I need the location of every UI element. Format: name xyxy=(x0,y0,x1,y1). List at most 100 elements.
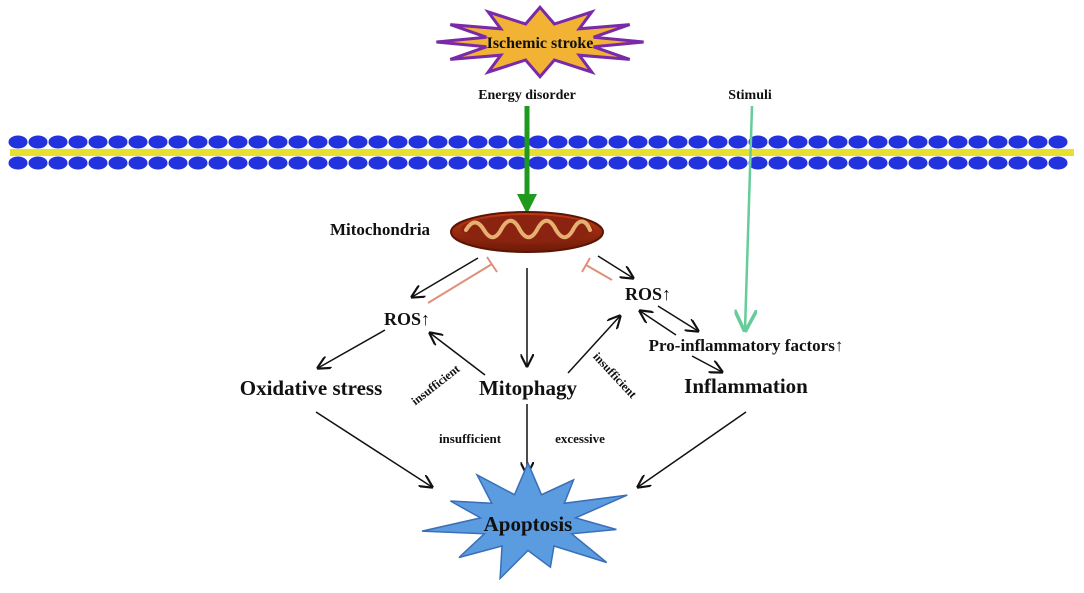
lipid-head xyxy=(408,156,428,170)
lipid-head xyxy=(228,156,248,170)
oxidative-stress-label: Oxidative stress xyxy=(240,376,383,400)
lipid-head xyxy=(8,135,28,149)
lipid-head xyxy=(808,156,828,170)
lipid-head xyxy=(588,135,608,149)
arrow-ros-to-oxidative-stress xyxy=(318,329,386,368)
lipid-head xyxy=(328,156,348,170)
ischemic-stroke-label: Ischemic stroke xyxy=(487,35,594,52)
lipid-head xyxy=(748,156,768,170)
lipid-head xyxy=(648,156,668,170)
membrane-top-heads xyxy=(8,135,1068,149)
lipid-head xyxy=(608,156,628,170)
lipid-head xyxy=(428,135,448,149)
lipid-head xyxy=(568,156,588,170)
membrane-tails xyxy=(10,149,1074,156)
lipid-head xyxy=(48,135,68,149)
ros-left-label: ROS↑ xyxy=(384,309,430,329)
lipid-head xyxy=(608,135,628,149)
lipid-head xyxy=(28,156,48,170)
lipid-head xyxy=(968,156,988,170)
lipid-head xyxy=(648,135,668,149)
lipid-head xyxy=(1048,135,1068,149)
lipid-head xyxy=(368,156,388,170)
lipid-head xyxy=(408,135,428,149)
arrow-proinflammatory-to-inflammation xyxy=(691,355,722,372)
lipid-head xyxy=(108,135,128,149)
lipid-head xyxy=(168,156,188,170)
lipid-head xyxy=(68,135,88,149)
ros-right-label: ROS↑ xyxy=(625,284,671,304)
lipid-head xyxy=(508,156,528,170)
lipid-head xyxy=(908,156,928,170)
lipid-head xyxy=(528,156,548,170)
lipid-head xyxy=(188,156,208,170)
lipid-head xyxy=(268,135,288,149)
lipid-head xyxy=(688,135,708,149)
lipid-head xyxy=(908,135,928,149)
energy-disorder-label: Energy disorder xyxy=(478,88,576,103)
lipid-head xyxy=(468,135,488,149)
lipid-head xyxy=(388,135,408,149)
lipid-head xyxy=(88,156,108,170)
lipid-head xyxy=(148,156,168,170)
lipid-head xyxy=(128,135,148,149)
lipid-head xyxy=(388,156,408,170)
lipid-head xyxy=(328,135,348,149)
lipid-head xyxy=(948,135,968,149)
lipid-head xyxy=(48,156,68,170)
lipid-head xyxy=(628,156,648,170)
lipid-head xyxy=(28,135,48,149)
lipid-head xyxy=(168,135,188,149)
lipid-head xyxy=(848,135,868,149)
lipid-head xyxy=(248,135,268,149)
inhibition-ros-right-to-mito xyxy=(581,257,613,281)
lipid-head xyxy=(1008,135,1028,149)
lipid-head xyxy=(488,135,508,149)
membrane-bottom-heads xyxy=(8,156,1068,170)
apoptosis-starburst xyxy=(421,461,628,581)
lipid-head xyxy=(208,156,228,170)
lipid-head xyxy=(68,156,88,170)
lipid-head xyxy=(668,156,688,170)
lipid-head xyxy=(288,156,308,170)
lipid-head xyxy=(368,135,388,149)
lipid-head xyxy=(728,156,748,170)
lipid-head xyxy=(728,135,748,149)
lipid-head xyxy=(788,156,808,170)
lipid-head xyxy=(148,135,168,149)
lipid-head xyxy=(888,135,908,149)
ischemic-stroke-starburst xyxy=(436,5,644,79)
insufficient-right-diag-label: insufficient xyxy=(590,350,639,401)
lipid-head xyxy=(868,135,888,149)
pro-inflammatory-label: Pro-inflammatory factors↑ xyxy=(649,336,844,355)
lipid-head xyxy=(708,156,728,170)
lipid-head xyxy=(928,156,948,170)
arrow-mitophagy-to-ros-left xyxy=(430,333,486,376)
lipid-head xyxy=(868,156,888,170)
ischemic-stroke-node: Ischemic stroke xyxy=(436,5,644,79)
lipid-head xyxy=(448,156,468,170)
lipid-head xyxy=(888,156,908,170)
lipid-head xyxy=(688,156,708,170)
lipid-head xyxy=(488,156,508,170)
lipid-head xyxy=(768,156,788,170)
inhibition-ros-left-to-mito xyxy=(427,256,498,304)
lipid-head xyxy=(288,135,308,149)
excessive-center-label: excessive xyxy=(555,431,605,446)
lipid-head xyxy=(588,156,608,170)
lipid-head xyxy=(768,135,788,149)
lipid-head xyxy=(788,135,808,149)
lipid-head xyxy=(748,135,768,149)
lipid-head xyxy=(568,135,588,149)
lipid-head xyxy=(528,135,548,149)
lipid-head xyxy=(308,156,328,170)
mitochondria-node: Mitochondria xyxy=(330,211,604,253)
arrow-ros-to-proinflammatory xyxy=(657,305,698,331)
lipid-head xyxy=(348,135,368,149)
apoptosis-node: Apoptosis xyxy=(421,461,628,581)
inflammation-label: Inflammation xyxy=(684,374,808,398)
lipid-head xyxy=(308,135,328,149)
lipid-head xyxy=(828,156,848,170)
arrow-mito-to-ros-right xyxy=(597,255,633,278)
